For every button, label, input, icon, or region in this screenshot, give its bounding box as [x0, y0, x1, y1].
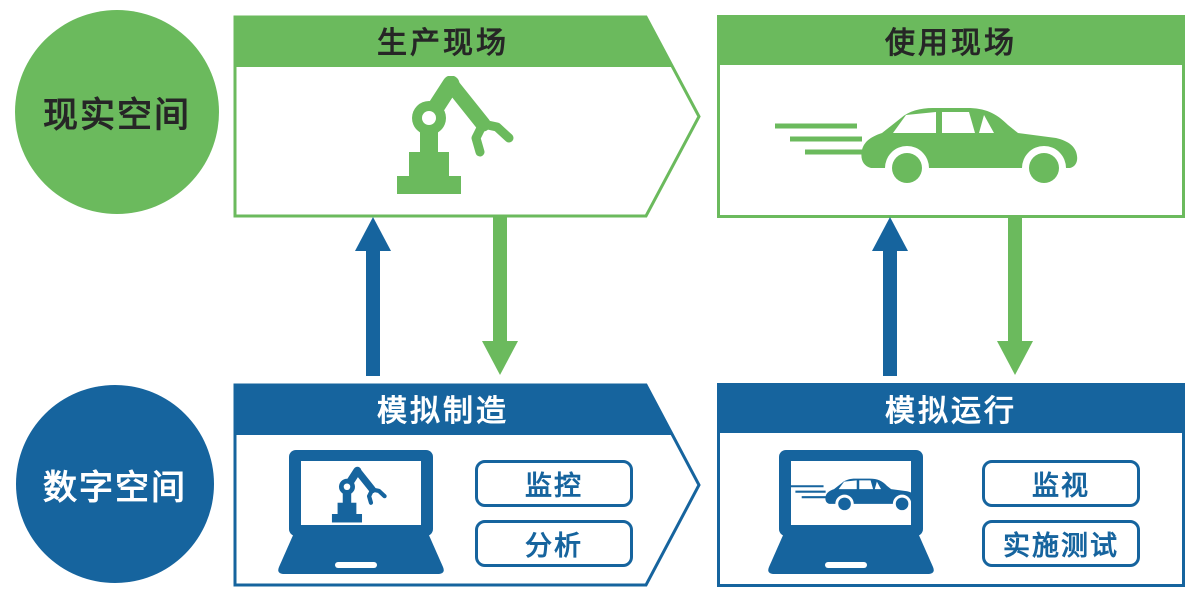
simulated-manufacturing-header: [235, 385, 673, 435]
laptop-robot-icon: [278, 450, 444, 574]
car-icon: [770, 104, 1080, 184]
robot-arm-icon: [395, 76, 520, 196]
up-arrow-icon-right: [872, 217, 908, 376]
simulated-operation-header: [720, 386, 1182, 433]
simulated-manufacturing-title: 模拟制造: [377, 394, 509, 429]
down-arrow-icon-left: [482, 216, 518, 375]
real-space-circle: 现实空间: [15, 10, 219, 214]
analysis-button: 分析: [475, 520, 633, 567]
production-site-title: 生产现场: [377, 26, 509, 61]
production-site-box: [233, 15, 701, 218]
monitor-control-button: 监控: [475, 460, 633, 507]
implementation-test-button: 实施测试: [982, 520, 1140, 567]
laptop-car-icon: [768, 450, 934, 574]
usage-site-header: [720, 18, 1182, 65]
down-arrow-icon-right: [997, 216, 1033, 375]
digital-space-label: 数字空间: [43, 467, 187, 508]
real-space-label: 现实空间: [42, 95, 191, 136]
production-site-header: [235, 17, 673, 67]
simulated-operation-title: 模拟运行: [885, 394, 1017, 429]
monitoring-button: 监视: [982, 460, 1140, 507]
usage-site-title: 使用现场: [885, 26, 1017, 61]
digital-space-circle: 数字空间: [16, 385, 214, 583]
up-arrow-icon-left: [355, 217, 391, 376]
